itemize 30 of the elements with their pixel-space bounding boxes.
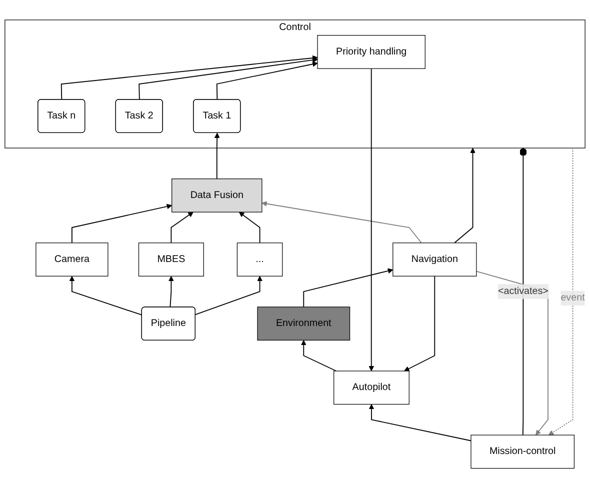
edge-label: <activates> bbox=[498, 286, 548, 296]
node-box: Priority handling bbox=[317, 34, 426, 69]
connector bbox=[519, 147, 527, 436]
arrow bbox=[138, 57, 318, 100]
arrow bbox=[368, 404, 472, 442]
node-box: ... bbox=[236, 242, 283, 276]
arrow bbox=[60, 55, 318, 100]
arrow bbox=[300, 340, 337, 372]
arrow bbox=[238, 212, 260, 244]
arrow bbox=[262, 200, 422, 244]
arrow bbox=[71, 204, 172, 244]
node-box: Mission-control bbox=[470, 434, 575, 468]
node-box: MBES bbox=[138, 242, 204, 276]
arrow bbox=[368, 68, 374, 372]
arrow bbox=[195, 276, 262, 315]
arrow bbox=[404, 276, 436, 372]
node-box: Navigation bbox=[392, 242, 477, 276]
arrow bbox=[548, 147, 574, 436]
arrow bbox=[454, 148, 476, 244]
arrow bbox=[170, 212, 194, 244]
edge-label: event bbox=[560, 292, 585, 303]
node-box: Environment bbox=[257, 306, 350, 340]
node-box: Data Fusion bbox=[172, 178, 262, 212]
arrow bbox=[303, 268, 394, 308]
arrow bbox=[69, 276, 142, 316]
arrow bbox=[214, 132, 220, 180]
arrow bbox=[216, 61, 318, 100]
arrow bbox=[168, 276, 174, 308]
node-box: Autopilot bbox=[334, 370, 410, 404]
node-box: Camera bbox=[36, 242, 108, 276]
